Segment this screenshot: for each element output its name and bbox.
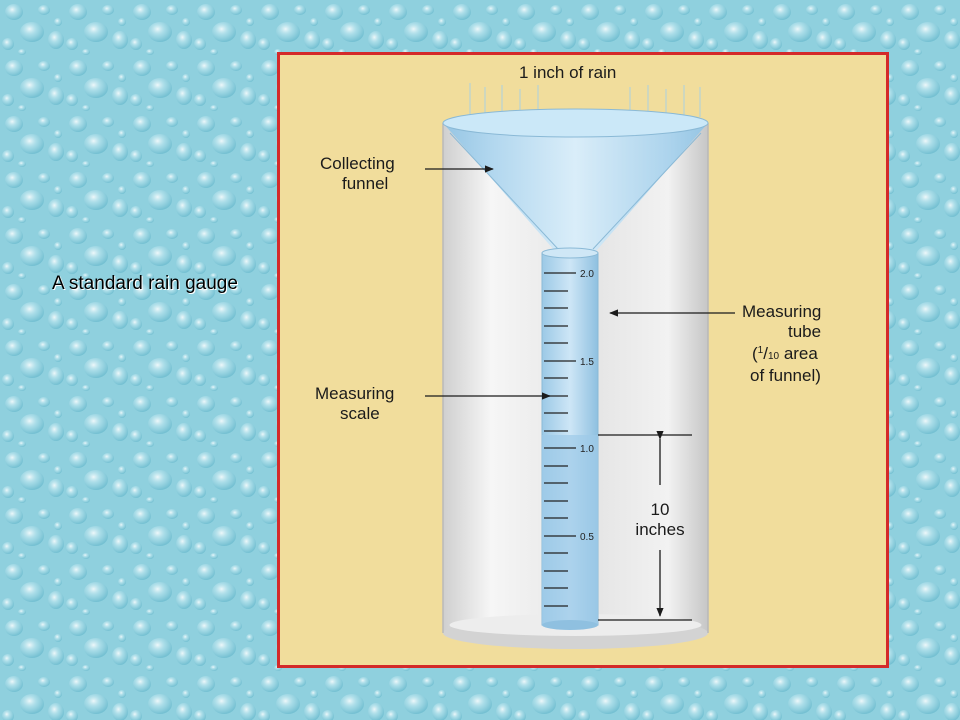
tube-label-line3: (1/10 area <box>752 344 818 363</box>
tube-label-fraction-slash: / <box>763 344 768 363</box>
slide-caption: A standard rain gauge <box>52 273 238 294</box>
height-label-inches: inches <box>635 520 684 539</box>
tube-label-line2: tube <box>788 322 821 341</box>
tube-label-fraction-den: 10 <box>768 351 780 362</box>
measuring-tube <box>541 247 599 630</box>
height-dimension <box>598 430 692 621</box>
tube-label-open: ( <box>752 344 758 363</box>
scale-label-0-5: 0.5 <box>580 532 594 543</box>
height-label-10: 10 <box>651 500 670 519</box>
collecting-funnel <box>442 108 709 251</box>
rain-gauge-figure: 2.0 1.5 1.0 0.5 10 inches 1 inch of rain… <box>277 52 889 668</box>
scale-label-2-0: 2.0 <box>580 269 594 280</box>
rain-gauge-diagram: 2.0 1.5 1.0 0.5 10 inches 1 inch of rain… <box>315 63 821 649</box>
scale-label-line2: scale <box>340 404 380 423</box>
scale-label-1-0: 1.0 <box>580 444 594 455</box>
tube-label-line4: of funnel) <box>750 366 821 385</box>
tube-label-line1: Measuring <box>742 302 821 321</box>
funnel-label-line1: Collecting <box>320 154 395 173</box>
funnel-label-line2: funnel <box>342 174 388 193</box>
scale-label-line1: Measuring <box>315 384 394 403</box>
scale-label-1-5: 1.5 <box>580 357 594 368</box>
tube-label-area: area <box>779 344 818 363</box>
rain-label: 1 inch of rain <box>519 63 616 82</box>
tube-label-fraction-num: 1 <box>758 345 764 356</box>
